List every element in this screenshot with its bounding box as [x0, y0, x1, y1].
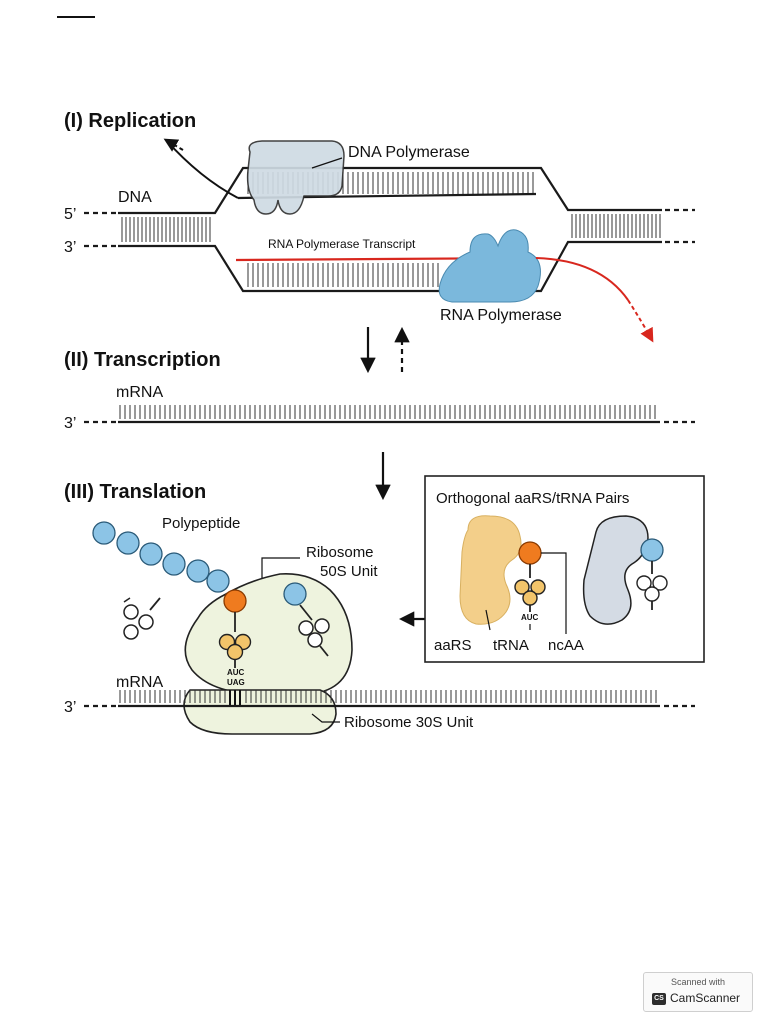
rna-transcript-arrow [627, 299, 654, 343]
translation-3-prime-end: 3’ [64, 699, 76, 716]
amino-acid-bead [206, 569, 230, 593]
rna-polymerase-shape [438, 229, 541, 303]
ribosome-30s-unit [183, 689, 337, 735]
dna-5-prime-end: 5’ [64, 206, 76, 223]
ribosome-30s-label: Ribosome 30S Unit [344, 714, 474, 731]
ribosome-50s-leader [261, 557, 300, 578]
dna-double-strand-right [571, 214, 661, 238]
ncaa-bead [223, 589, 247, 613]
ribosome-50s-label-line1: Ribosome [306, 544, 374, 561]
orthogonal-trna-blue [636, 538, 668, 610]
dna-3-prime-end: 3’ [64, 239, 76, 256]
dna-bubble-bottom-basepairs [247, 263, 439, 287]
rna-transcript-exit [535, 257, 629, 301]
translation-mrna-bases [119, 690, 657, 703]
ribosome-30s-leader [311, 713, 340, 723]
scanned-with-text: Scanned with [670, 977, 726, 987]
orthogonal-anticodon-label: AUC [521, 613, 539, 622]
amino-acid-bead [162, 552, 186, 576]
dna-polymerase-label: DNA Polymerase [348, 144, 470, 161]
amino-acid-bead [139, 542, 163, 566]
section-translation-title: (III) Translation [64, 481, 206, 503]
transcription-3-prime-end: 3’ [64, 415, 76, 432]
aars-enzyme-grey [582, 515, 649, 625]
polypeptide-chain [92, 521, 230, 593]
translation-mrna-label: mRNA [116, 674, 163, 691]
camscanner-app-name: CamScanner [670, 991, 741, 1005]
dna-bottom-strand [118, 240, 662, 293]
ncaa-leader [541, 552, 567, 634]
aars-enzyme-orange [459, 515, 522, 625]
dna-double-strand-left [121, 217, 211, 242]
aars-label: aaRS [434, 637, 472, 654]
ribosome-50s-label-line2: 50S Unit [320, 563, 378, 580]
transcription-mrna-label: mRNA [116, 384, 163, 401]
dna-polymerase-leader [311, 157, 343, 169]
ribosome-anticodon-label: AUC [227, 668, 245, 677]
orthogonal-pairs-title: Orthogonal aaRS/tRNA Pairs [436, 490, 629, 507]
camscanner-watermark: Scanned with CS CamScanner [643, 972, 753, 1012]
trna-label: tRNA [493, 637, 529, 654]
trna-in-ribosome [218, 612, 252, 668]
orthogonal-trna-orange [514, 541, 546, 612]
trna-blue-aa [283, 582, 330, 657]
mrna-bases [119, 405, 656, 419]
section-replication-title: (I) Replication [64, 110, 196, 132]
free-trna-icon [123, 597, 161, 640]
aars-leader [485, 609, 491, 631]
camscanner-logo-icon: CS [652, 993, 666, 1005]
dna-polymerase-shape [246, 140, 345, 215]
dna-label: DNA [118, 189, 152, 206]
amino-acid-bead [116, 531, 140, 555]
dna-top-strand [118, 166, 662, 215]
amino-acid-bead [92, 521, 116, 545]
replication-arrow-dashed [163, 138, 184, 152]
rna-polymerase-transcript-label: RNA Polymerase Transcript [268, 237, 416, 251]
amino-acid-bead [186, 559, 210, 583]
polypeptide-label: Polypeptide [162, 515, 240, 532]
mrna-codon-label: UAG [227, 678, 245, 687]
ncaa-label: ncAA [548, 637, 584, 654]
section-transcription-title: (II) Transcription [64, 349, 221, 371]
rna-polymerase-label: RNA Polymerase [440, 307, 562, 324]
